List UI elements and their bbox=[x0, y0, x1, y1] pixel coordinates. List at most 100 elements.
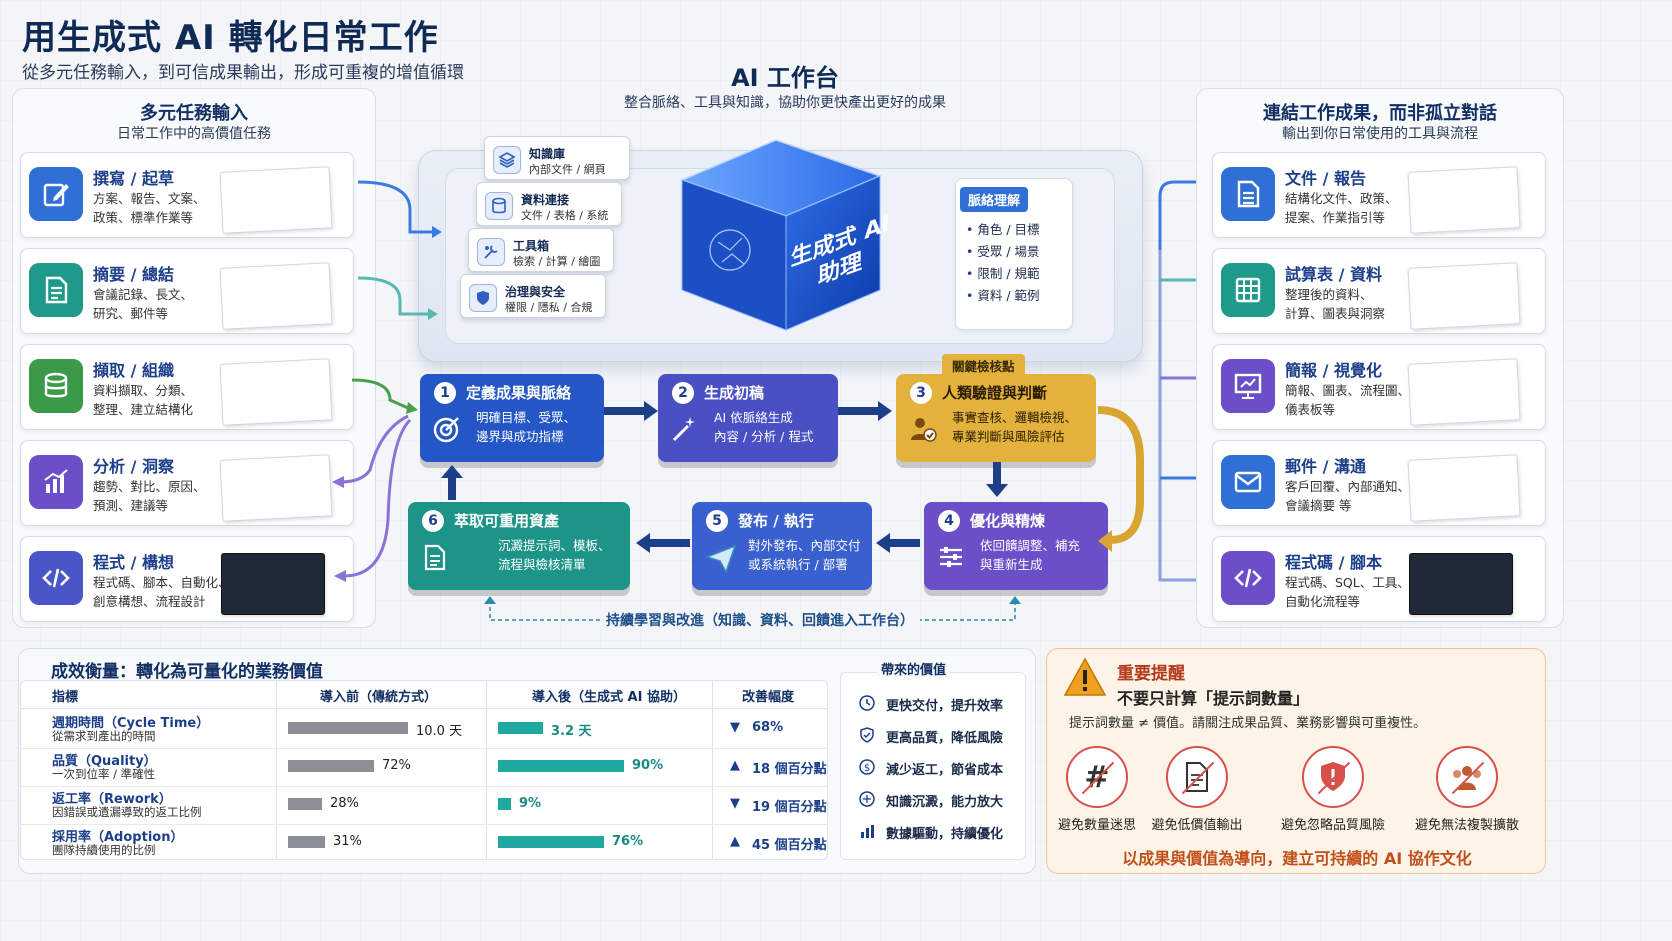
context-item-label: 角色 / 目標 bbox=[977, 222, 1040, 237]
change-direction: ▲ bbox=[730, 834, 740, 849]
source-title: 治理與安全 bbox=[505, 285, 566, 299]
change-value: 68% bbox=[752, 720, 784, 735]
source-card[interactable]: 知識庫內部文件 / 網頁 bbox=[484, 136, 630, 180]
column-divider bbox=[486, 680, 487, 860]
context-item: • 資料 / 範例 bbox=[966, 288, 1040, 303]
step-number: 1 bbox=[434, 382, 456, 404]
avoid-label: 避免數量迷思 bbox=[1057, 818, 1136, 833]
after-bar bbox=[498, 798, 511, 810]
avoid-label: 避免低價值輸出 bbox=[1151, 818, 1243, 833]
step-title: 優化與精煉 bbox=[970, 512, 1046, 530]
value-item: 更快交付，提升效率 bbox=[886, 699, 1004, 714]
code-icon bbox=[29, 551, 83, 605]
risk-shield-icon bbox=[1302, 746, 1364, 808]
step-number: 4 bbox=[938, 510, 960, 532]
summary-doc-icon bbox=[29, 263, 83, 317]
header-divider bbox=[20, 708, 828, 709]
source-card[interactable]: 資料連接文件 / 表格 / 系統 bbox=[476, 182, 622, 226]
metric-name: 返工率（Rework） bbox=[52, 792, 172, 807]
metric-name: 品質（Quality） bbox=[52, 754, 157, 769]
output-card[interactable]: 郵件 / 溝通客戶回覆、內部通知、 會議摘要 等 bbox=[1212, 440, 1546, 526]
before-bar bbox=[288, 798, 322, 810]
clock-icon bbox=[858, 694, 876, 716]
after-value: 90% bbox=[632, 758, 664, 773]
edit-icon bbox=[29, 167, 83, 221]
output-preview-thumbnail bbox=[1407, 166, 1521, 234]
output-card-title: 郵件 / 溝通 bbox=[1285, 457, 1366, 476]
after-bar bbox=[498, 836, 604, 848]
metric-name: 週期時間（Cycle Time） bbox=[52, 716, 210, 731]
input-card[interactable]: 撰寫 / 起草方案、報告、文案、 政策、標準作業等 bbox=[20, 152, 354, 238]
spreadsheet-icon bbox=[1221, 263, 1275, 317]
document-icon bbox=[1221, 167, 1275, 221]
input-card-title: 撰寫 / 起草 bbox=[93, 169, 174, 188]
row-divider bbox=[20, 824, 828, 825]
ai-assistant-cube bbox=[679, 139, 883, 331]
input-card[interactable]: 分析 / 洞察趨勢、對比、原因、 預測、建議等 bbox=[20, 440, 354, 526]
input-preview-thumbnail bbox=[221, 553, 325, 615]
step-number: 3 bbox=[910, 382, 932, 404]
reminder-title: 重要提醒 bbox=[1117, 664, 1185, 684]
sliders-icon bbox=[936, 542, 966, 576]
reminder-headline: 不要只計算「提示詞數量」 bbox=[1117, 689, 1310, 708]
source-desc: 內部文件 / 網頁 bbox=[529, 163, 606, 176]
metrics-table bbox=[20, 680, 828, 860]
source-title: 工具箱 bbox=[513, 239, 550, 253]
output-card-desc: 客戶回覆、內部通知、 會議摘要 等 bbox=[1285, 479, 1411, 513]
after-value: 3.2 天 bbox=[551, 724, 592, 739]
source-card[interactable]: 治理與安全權限 / 隱私 / 合規 bbox=[460, 274, 606, 318]
change-value: 18 個百分點 bbox=[752, 762, 827, 777]
source-title: 知識庫 bbox=[529, 147, 566, 161]
value-title: 帶來的價值 bbox=[877, 659, 951, 678]
metric-sub: 從需求到產出的時間 bbox=[52, 729, 156, 743]
input-card-title: 程式 / 構想 bbox=[93, 553, 174, 572]
source-desc: 文件 / 表格 / 系統 bbox=[521, 209, 609, 222]
output-preview-thumbnail bbox=[1407, 454, 1521, 522]
input-card[interactable]: 擷取 / 組織資料擷取、分類、 整理、建立結構化 bbox=[20, 344, 354, 430]
shield-check-icon bbox=[858, 726, 876, 748]
brain-icon bbox=[858, 790, 876, 812]
input-card[interactable]: 程式 / 構想程式碼、腳本、自動化、 創意構想、流程設計 bbox=[20, 536, 354, 622]
input-card-desc: 方案、報告、文案、 政策、標準作業等 bbox=[93, 191, 206, 225]
before-value: 31% bbox=[333, 834, 362, 849]
step-number: 6 bbox=[422, 510, 444, 532]
brain-icon bbox=[709, 229, 751, 271]
step-4-card[interactable]: 4 優化與精煉依回饋調整、補充 與重新生成 bbox=[924, 502, 1108, 590]
before-bar bbox=[288, 836, 325, 848]
input-card-desc: 程式碼、腳本、自動化、 創意構想、流程設計 bbox=[93, 575, 231, 609]
workbench-subtitle: 整合脈絡、工具與知識，協助你更快產出更好的成果 bbox=[624, 95, 946, 111]
low-value-doc-icon bbox=[1166, 746, 1228, 808]
step-desc: 依回饋調整、補充 與重新生成 bbox=[980, 538, 1081, 572]
target-icon bbox=[432, 414, 462, 448]
avoid-label: 避免無法複製擴散 bbox=[1414, 818, 1519, 833]
person-check-icon bbox=[908, 414, 938, 448]
presentation-icon bbox=[1221, 359, 1275, 413]
avoid-label: 避免忽略品質風險 bbox=[1280, 818, 1385, 833]
value-item: 知識沉澱，能力放大 bbox=[886, 795, 1004, 810]
source-card[interactable]: 工具箱檢索 / 計算 / 繪圖 bbox=[468, 228, 614, 272]
metrics-header-cell: 導入前（傳統方式） bbox=[320, 690, 438, 705]
output-card[interactable]: 程式碼 / 腳本程式碼、SQL、工具、 自動化流程等 bbox=[1212, 536, 1546, 622]
output-card-title: 程式碼 / 腳本 bbox=[1285, 553, 1382, 572]
step-number: 5 bbox=[706, 510, 728, 532]
step-title: 人類驗證與判斷 bbox=[942, 384, 1048, 402]
input-card[interactable]: 摘要 / 總結會議記錄、長文、 研究、郵件等 bbox=[20, 248, 354, 334]
input-panel-title: 多元任務輸入 bbox=[140, 103, 248, 124]
page-title: 用生成式 AI 轉化日常工作 bbox=[22, 18, 439, 58]
output-card-title: 試算表 / 資料 bbox=[1285, 265, 1382, 284]
output-card[interactable]: 文件 / 報告結構化文件、政策、 提案、作業指引等 bbox=[1212, 152, 1546, 238]
output-card-desc: 整理後的資料、 計算、圖表與洞察 bbox=[1285, 287, 1386, 321]
output-panel-title: 連結工作成果，而非孤立對話 bbox=[1263, 103, 1497, 124]
output-card[interactable]: 試算表 / 資料整理後的資料、 計算、圖表與洞察 bbox=[1212, 248, 1546, 334]
mail-icon bbox=[1221, 455, 1275, 509]
chart-icon bbox=[858, 822, 876, 844]
context-item: • 受眾 / 場景 bbox=[966, 244, 1040, 259]
output-card[interactable]: 簡報 / 視覺化簡報、圖表、流程圖、 儀表板等 bbox=[1212, 344, 1546, 430]
reminder-body: 提示詞數量 ≠ 價值。請關注成果品質、業務影響與可重複性。 bbox=[1069, 716, 1427, 731]
column-divider bbox=[712, 680, 713, 860]
